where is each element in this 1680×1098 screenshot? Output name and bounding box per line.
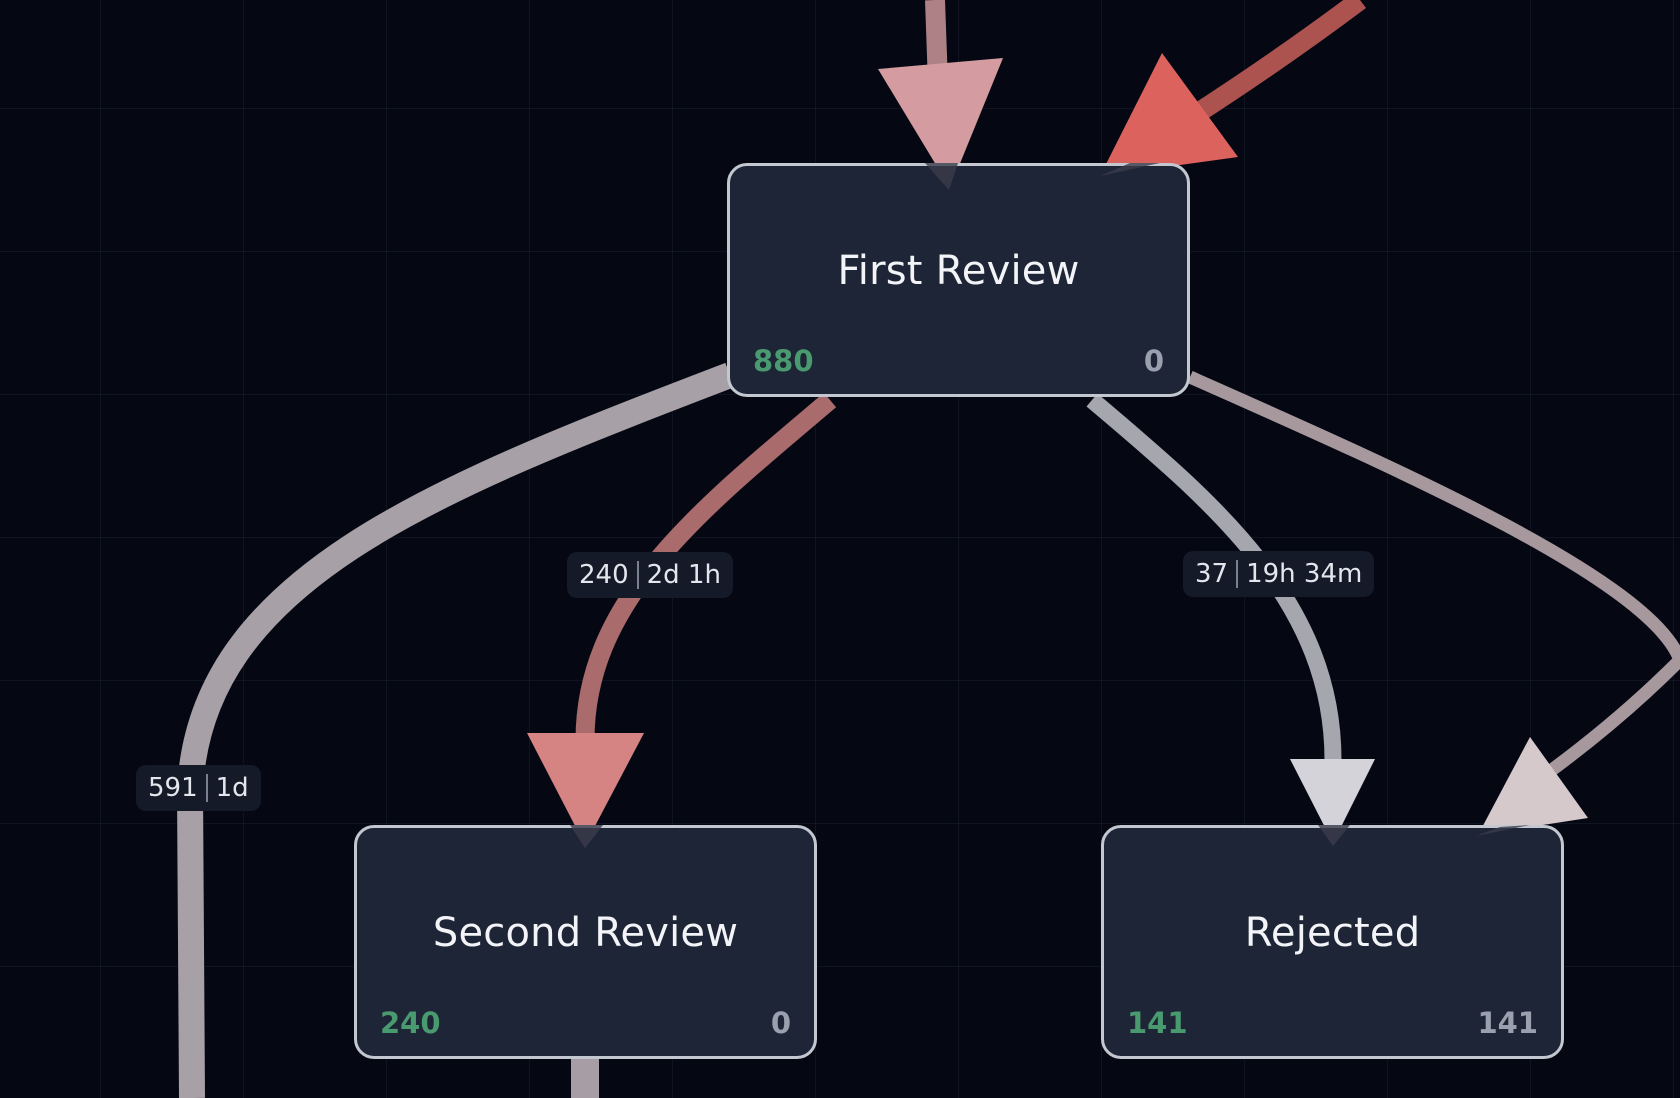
arrowhead-incoming-top: [878, 58, 1003, 188]
separator: [1236, 560, 1239, 588]
arrowhead-first-to-second: [527, 733, 644, 845]
edge-count: 37: [1195, 559, 1229, 589]
edge-duration: 19h 34m: [1246, 559, 1363, 589]
node-count-in: 880: [753, 344, 814, 378]
node-count-in: 141: [1127, 1006, 1188, 1040]
node-count-current: 0: [1143, 344, 1164, 378]
arrowhead-incoming-top-right: [1100, 53, 1238, 176]
node-title: Second Review: [432, 910, 739, 956]
edge-duration: 1d: [215, 773, 249, 803]
separator: [636, 561, 639, 589]
node-count-in: 240: [380, 1006, 441, 1040]
separator: [205, 774, 208, 802]
edge-first-to-rejected-loop[interactable]: [1187, 371, 1680, 781]
edge-first-to-offscreen[interactable]: [176, 362, 735, 1098]
node-second-review[interactable]: Second Review 240 0: [354, 825, 817, 1059]
node-title: Rejected: [1244, 910, 1421, 956]
node-title: First Review: [837, 248, 1080, 294]
edge-count: 591: [148, 773, 198, 803]
edge-label-first-to-offscreen[interactable]: 591 1d: [136, 765, 261, 811]
edge-count: 240: [579, 560, 629, 590]
node-rejected[interactable]: Rejected 141 141: [1101, 825, 1564, 1059]
arrowhead-first-to-rejected: [1290, 759, 1375, 843]
node-count-current: 0: [770, 1006, 791, 1040]
edge-duration: 2d 1h: [646, 560, 721, 590]
node-first-review[interactable]: First Review 880 0: [727, 163, 1190, 397]
edge-label-first-to-rejected[interactable]: 37 19h 34m: [1183, 551, 1375, 597]
arrowhead-first-to-rejected-loop: [1478, 737, 1588, 835]
node-count-current: 141: [1477, 1006, 1538, 1040]
edge-incoming-top-right[interactable]: [1184, 0, 1366, 127]
edge-label-first-to-second[interactable]: 240 2d 1h: [567, 552, 733, 598]
